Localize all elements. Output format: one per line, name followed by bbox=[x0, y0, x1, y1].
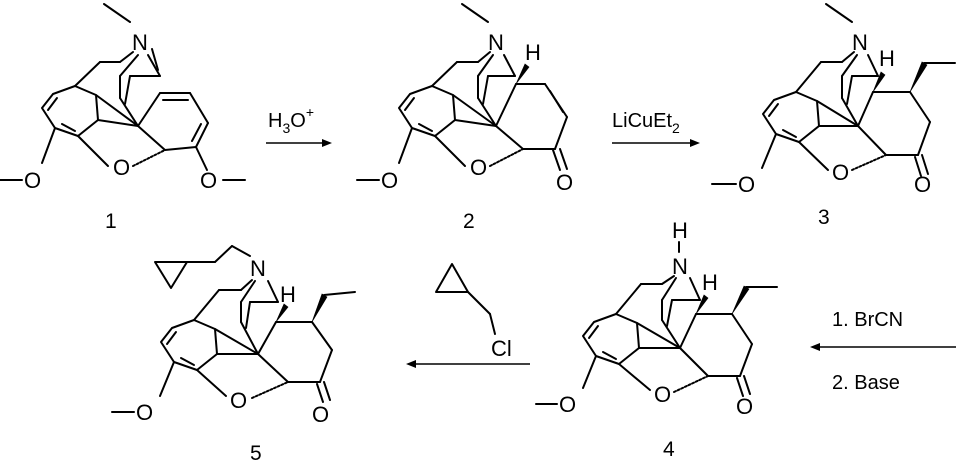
compound-3-n-atom: N bbox=[852, 30, 868, 55]
compound-4-h-atom: H bbox=[702, 270, 718, 295]
compound-1-n-atom: N bbox=[132, 30, 148, 55]
compound-4-number: 4 bbox=[663, 438, 675, 461]
compound-5-number: 5 bbox=[250, 442, 262, 465]
compound-2-h-atom: H bbox=[525, 40, 541, 65]
reagent-cl-atom: Cl bbox=[491, 336, 512, 361]
compound-1-ether-o: O bbox=[113, 155, 130, 180]
compound-5-h-atom: H bbox=[280, 282, 296, 307]
compound-2-ether-o: O bbox=[470, 155, 487, 180]
compound-3: N H O O O 3 bbox=[711, 3, 956, 229]
reagent-licuet2: LiCuEt2 bbox=[612, 110, 680, 136]
compound-1-methoxy-o-left: O bbox=[24, 168, 41, 193]
reaction-arrow-2: LiCuEt2 bbox=[612, 110, 700, 147]
compound-4-ketone-o: O bbox=[736, 394, 753, 419]
reagent-base: 2. Base bbox=[832, 372, 900, 394]
compound-1: N O O O bbox=[0, 3, 246, 233]
reagent-brcn: 1. BrCN bbox=[832, 309, 903, 331]
compound-5-ether-o: O bbox=[230, 388, 247, 413]
compound-3-ketone-o: O bbox=[914, 172, 931, 197]
compound-4-ether-o: O bbox=[654, 382, 671, 407]
compound-3-number: 3 bbox=[818, 206, 830, 229]
compound-2-number: 2 bbox=[463, 210, 475, 233]
compound-2-methoxy-o: O bbox=[381, 168, 398, 193]
reaction-arrow-1: H3O+ bbox=[266, 104, 332, 147]
reagent-cyclopropylmethyl-chloride: Cl bbox=[435, 263, 512, 361]
compound-1-number: 1 bbox=[105, 210, 117, 233]
compound-3-ether-o: O bbox=[832, 160, 849, 185]
compound-4: H N H O O O 4 bbox=[535, 218, 778, 461]
reagent-h3o: H3O+ bbox=[268, 104, 314, 136]
compound-4-nh-h: H bbox=[672, 218, 688, 243]
compound-2-ketone-o: O bbox=[556, 170, 573, 195]
compound-4-methoxy-o: O bbox=[559, 392, 576, 417]
compound-4-n-atom: N bbox=[672, 254, 688, 279]
compound-5-methoxy-o: O bbox=[136, 400, 153, 425]
compound-1-methoxy-o-right: O bbox=[200, 168, 217, 193]
compound-5-ketone-o: O bbox=[312, 402, 329, 427]
compound-3-methoxy-o: O bbox=[738, 172, 755, 197]
compound-2: N H O O O bbox=[356, 3, 573, 233]
reaction-arrow-4: Cl bbox=[406, 263, 530, 368]
reaction-arrow-3: 1. BrCN 2. Base bbox=[810, 309, 956, 394]
compound-5-n-atom: N bbox=[250, 256, 266, 281]
compound-2-n-atom: N bbox=[488, 30, 504, 55]
compound-5: N H O O O 5 bbox=[111, 245, 356, 465]
compound-3-h-atom: H bbox=[879, 46, 895, 71]
